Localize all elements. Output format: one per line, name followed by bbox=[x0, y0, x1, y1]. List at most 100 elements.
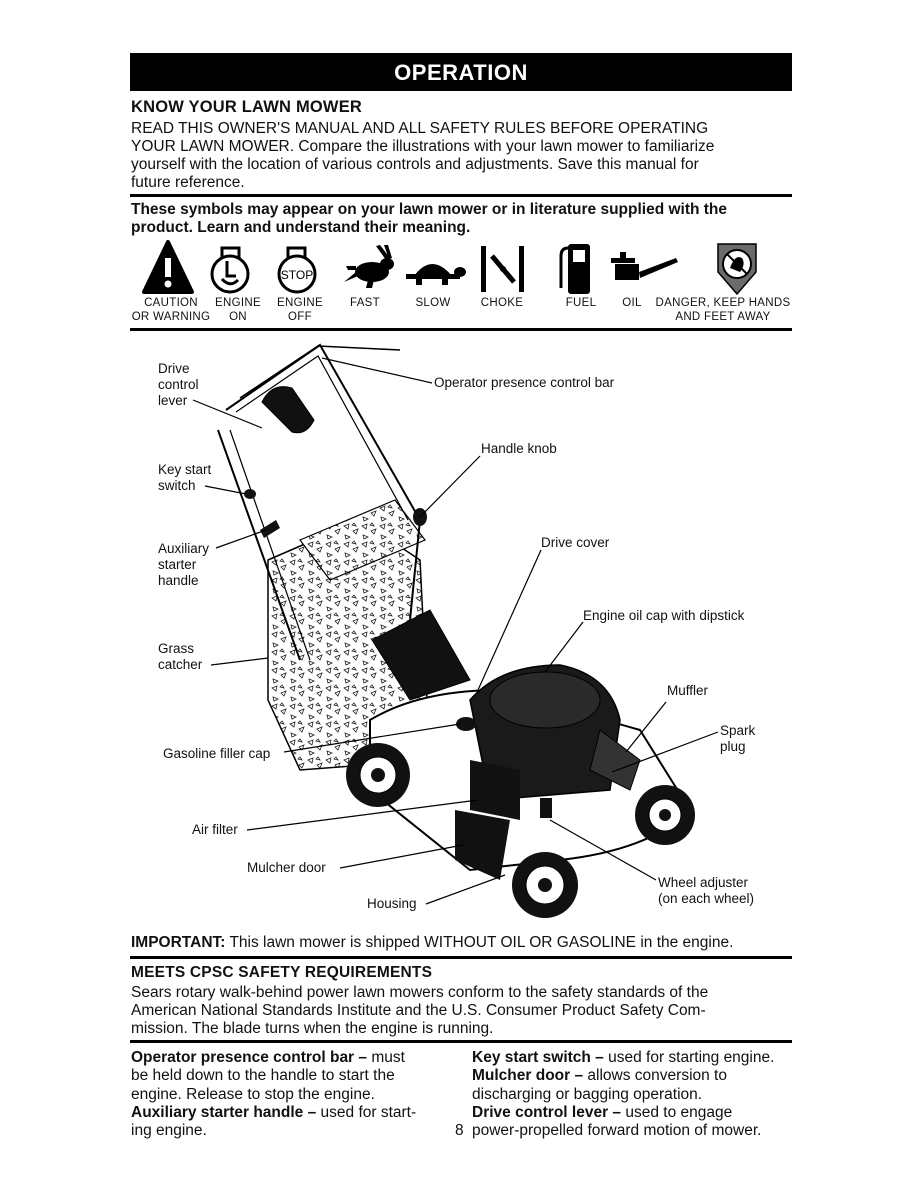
definitions-left: Operator presence control bar – must be … bbox=[131, 1049, 461, 1140]
label-line: Auxiliary bbox=[158, 541, 210, 556]
label-line: AND FEET AWAY bbox=[675, 311, 771, 323]
label-line: ENGINE bbox=[277, 297, 323, 309]
leader-lines bbox=[192, 357, 719, 905]
label-line: DANGER, KEEP HANDS bbox=[655, 297, 791, 309]
engine-off-icon: STOP bbox=[277, 246, 317, 294]
important-text: This lawn mower is shipped WITHOUT OIL O… bbox=[225, 934, 734, 951]
divider bbox=[130, 1040, 792, 1043]
choke-icon bbox=[481, 246, 524, 292]
def-text: power-propelled forward motion of mower. bbox=[472, 1122, 762, 1140]
label-line: control bbox=[158, 377, 199, 392]
label-line: Wheel adjuster bbox=[658, 875, 749, 890]
housing-label: Housing bbox=[367, 896, 417, 911]
divider bbox=[130, 956, 792, 959]
know-line: future reference. bbox=[131, 174, 245, 191]
stop-text: STOP bbox=[281, 268, 313, 282]
wheel bbox=[512, 852, 578, 918]
grass-catcher-label: Grass catcher bbox=[158, 641, 202, 673]
cpsc-heading: MEETS CPSC SAFETY REQUIREMENTS bbox=[131, 964, 433, 981]
important-label: IMPORTANT: bbox=[131, 934, 226, 951]
lawn-mower-illustration bbox=[192, 343, 719, 918]
def-text: allows conversion to bbox=[583, 1067, 727, 1085]
know-paragraph: READ THIS OWNER'S MANUAL AND ALL SAFETY … bbox=[131, 120, 714, 192]
symbols-intro-line: product. Learn and understand their mean… bbox=[131, 219, 471, 236]
def-text: discharging or bagging operation. bbox=[472, 1085, 703, 1103]
caution-label: CAUTION OR WARNING bbox=[127, 296, 215, 324]
spark-plug-label: Spark plug bbox=[720, 723, 755, 755]
def-term: Operator presence control bar – bbox=[131, 1049, 368, 1066]
fuel-pump-icon bbox=[559, 244, 590, 294]
def-term: Mulcher door – bbox=[472, 1067, 584, 1085]
oil-can-icon bbox=[611, 252, 678, 280]
choke-label: CHOKE bbox=[480, 297, 524, 309]
label-line: starter bbox=[158, 557, 197, 572]
know-heading: KNOW YOUR LAWN MOWER bbox=[131, 98, 363, 116]
oil-cap-label: Engine oil cap with dipstick bbox=[583, 608, 745, 623]
cpsc-line: mission. The blade turns when the engine… bbox=[131, 1020, 494, 1037]
engine-off-label: ENGINE OFF bbox=[268, 296, 332, 324]
label-line: ENGINE bbox=[215, 297, 261, 309]
symbols-intro-line: These symbols may appear on your lawn mo… bbox=[131, 201, 728, 218]
wheel bbox=[346, 743, 410, 807]
danger-label: DANGER, KEEP HANDS AND FEET AWAY bbox=[652, 296, 794, 324]
important-note: IMPORTANT: This lawn mower is shipped WI… bbox=[131, 934, 733, 952]
label-line: handle bbox=[158, 573, 199, 588]
know-line: READ THIS OWNER'S MANUAL AND ALL SAFETY … bbox=[131, 120, 709, 137]
drive-control-lever-label: Drive control lever bbox=[158, 361, 199, 409]
label-line: OFF bbox=[288, 311, 312, 323]
label-line: Key start bbox=[158, 462, 212, 477]
key-start-switch-label: Key start switch bbox=[158, 462, 211, 494]
rabbit-fast-icon bbox=[344, 245, 394, 288]
label-line: lever bbox=[158, 393, 188, 408]
wheel-adjuster-label: Wheel adjuster (on each wheel) bbox=[658, 875, 754, 907]
cpsc-line: Sears rotary walk-behind power lawn mowe… bbox=[131, 984, 709, 1001]
def-term: Auxiliary starter handle – bbox=[131, 1103, 317, 1121]
air-filter-label: Air filter bbox=[192, 822, 238, 837]
slow-label: SLOW bbox=[415, 297, 451, 309]
wheel bbox=[635, 785, 695, 845]
handle-knob-label: Handle knob bbox=[481, 441, 557, 456]
fast-label: FAST bbox=[350, 297, 380, 309]
gasoline-filler-cap-label: Gasoline filler cap bbox=[163, 746, 271, 761]
turtle-slow-icon bbox=[406, 264, 466, 285]
drive-cover-label: Drive cover bbox=[541, 535, 610, 550]
label-line: CAUTION bbox=[144, 297, 198, 309]
def-text: be held down to the handle to start the bbox=[131, 1067, 395, 1085]
def-term: Key start switch – bbox=[472, 1049, 604, 1066]
mulcher-door-label: Mulcher door bbox=[247, 860, 326, 875]
divider bbox=[130, 328, 792, 331]
cpsc-paragraph: Sears rotary walk-behind power lawn mowe… bbox=[131, 984, 708, 1038]
label-line: switch bbox=[158, 478, 196, 493]
label-line: OR WARNING bbox=[131, 311, 211, 323]
page-number: 8 bbox=[455, 1122, 464, 1139]
label-line: Grass bbox=[158, 641, 195, 656]
danger-hands-icon bbox=[717, 243, 757, 296]
def-text: must bbox=[367, 1049, 405, 1066]
def-text: ing engine. bbox=[131, 1122, 207, 1140]
def-text: used for start- bbox=[316, 1103, 417, 1121]
know-line: yourself with the location of various co… bbox=[131, 156, 699, 173]
oil-label: OIL bbox=[622, 297, 642, 309]
opc-bar-label: Operator presence control bar bbox=[434, 375, 615, 390]
fuel-label: FUEL bbox=[565, 297, 597, 309]
def-term: Drive control lever – bbox=[472, 1103, 622, 1121]
symbols-row: STOP bbox=[142, 240, 757, 296]
symbols-intro: These symbols may appear on your lawn mo… bbox=[131, 201, 727, 237]
divider bbox=[130, 194, 792, 197]
caution-warning-icon bbox=[142, 240, 194, 294]
cpsc-line: American National Standards Institute an… bbox=[131, 1002, 706, 1019]
label-line: Drive bbox=[158, 361, 190, 376]
def-text: engine. Release to stop the engine. bbox=[131, 1085, 375, 1103]
engine-on-label: ENGINE ON bbox=[206, 296, 270, 324]
label-line: plug bbox=[720, 739, 746, 754]
section-banner: OPERATION bbox=[130, 53, 792, 91]
aux-starter-handle-label: Auxiliary starter handle bbox=[158, 541, 209, 589]
know-line: YOUR LAWN MOWER. Compare the illustratio… bbox=[131, 138, 715, 155]
label-line: Spark bbox=[720, 723, 756, 738]
label-line: ON bbox=[229, 311, 247, 323]
def-text: used to engage bbox=[621, 1103, 733, 1121]
engine-on-icon bbox=[210, 246, 250, 294]
label-line: (on each wheel) bbox=[658, 891, 755, 906]
definitions-right: Key start switch – used for starting eng… bbox=[472, 1049, 792, 1140]
muffler-label: Muffler bbox=[667, 683, 709, 698]
